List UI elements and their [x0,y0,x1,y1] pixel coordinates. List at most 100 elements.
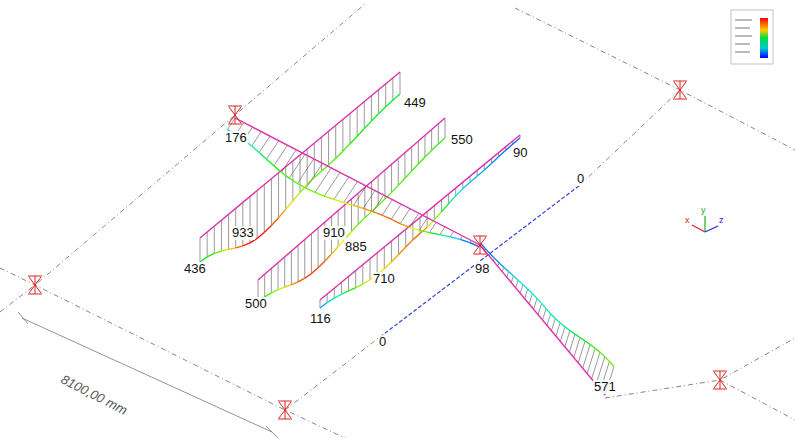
hatch-line [274,145,288,166]
hatch-line [315,168,331,193]
hatch-line [391,164,392,192]
diagram-curve [382,215,391,219]
beam-line [258,118,445,280]
diagram-curve [470,176,477,182]
hatch-line [507,272,509,278]
hatch-line [353,186,366,205]
hatch-line [328,131,329,165]
hatch-line [228,214,229,249]
axis-label: z [718,213,725,227]
value-label: 98 [474,262,490,276]
diagram-curve [585,341,590,345]
hatch-line [419,218,427,230]
hatch-line [314,143,315,177]
diagram-curve [449,196,456,204]
hatch-line [448,194,449,204]
value-label: 550 [450,133,474,147]
diagram-curve [513,276,518,280]
hatch-line [289,154,305,178]
hatch-line [281,150,296,172]
value-label: 0 [576,172,585,186]
hatch-line [321,137,322,171]
hatch-line [334,288,335,298]
hatch-line [438,124,439,144]
hatch-line [334,177,349,200]
diagram-curve [325,254,332,261]
hatch-line [450,231,454,236]
diagram-curve [357,129,364,137]
diagram-curve [243,243,250,246]
dimension-line [18,312,278,438]
axis-icon [692,216,718,232]
diagram-curve [406,240,413,247]
diagram-curve [320,303,327,308]
diagram-curve [315,192,324,196]
value-label: 710 [372,272,396,286]
hatch-line [384,247,385,269]
diagram-curve [341,291,348,294]
diagram-curve [560,323,565,327]
hatch-line [348,276,349,290]
diagram-curve [271,218,278,226]
hatch-line [200,238,201,262]
hatch-line [534,298,537,309]
diagram-curve [409,227,419,230]
diagram-curve [565,327,570,331]
diagram-curve [392,185,399,192]
support-symbol [713,371,727,389]
diagram-curve [595,348,600,352]
beam-axis [380,185,580,337]
diagram-curve [605,357,610,362]
diagram-curve [504,267,509,271]
diagram-curve [274,166,282,172]
diagram-curve [356,284,363,288]
diagram-curve [364,121,371,129]
hatch-line [351,199,352,232]
support-symbol [28,276,42,294]
diagram-curve [391,219,400,223]
diagram-curve [412,164,419,171]
hatch-line [398,235,399,254]
hatch-line [424,135,425,157]
hatch-line [350,114,351,144]
diagram-curve [207,253,214,257]
diagram-curve [293,193,300,201]
beam-line [320,135,520,300]
diagram-curve [298,278,305,282]
hatch-line [516,280,518,288]
diagram-curve [352,224,359,231]
hatch-line [298,245,299,282]
hatch-line [324,172,340,196]
axis-label: y [700,203,707,217]
hatch-line [547,314,551,326]
hatch-line [300,155,301,193]
diagram-curve [405,171,412,178]
value-label: 885 [344,240,368,254]
hatch-line [318,228,319,268]
support-symbols [28,81,727,419]
diagram-curve [349,288,356,291]
diagram-curve [400,224,409,228]
value-label: 436 [183,262,207,276]
hatch-line [556,323,560,336]
hatch-line [363,191,375,209]
diagram-curve [509,272,514,276]
diagram-curve [419,230,429,232]
hatch-line [264,274,265,297]
hatch-line [400,72,401,94]
hatch-line [271,268,272,292]
hatch-line [583,345,590,369]
diagram-curve [327,298,334,303]
hatch-line [341,282,342,294]
hatch-line [291,251,292,285]
hatch-line [207,232,208,257]
diagram-curve [334,294,341,298]
force-diagrams [200,72,614,395]
hatch-line [271,179,272,226]
diagram-curve [463,182,470,188]
support-symbol [228,106,242,124]
hatch-line [382,200,392,216]
diagram-curve [281,172,289,178]
hatch-line [371,96,372,121]
